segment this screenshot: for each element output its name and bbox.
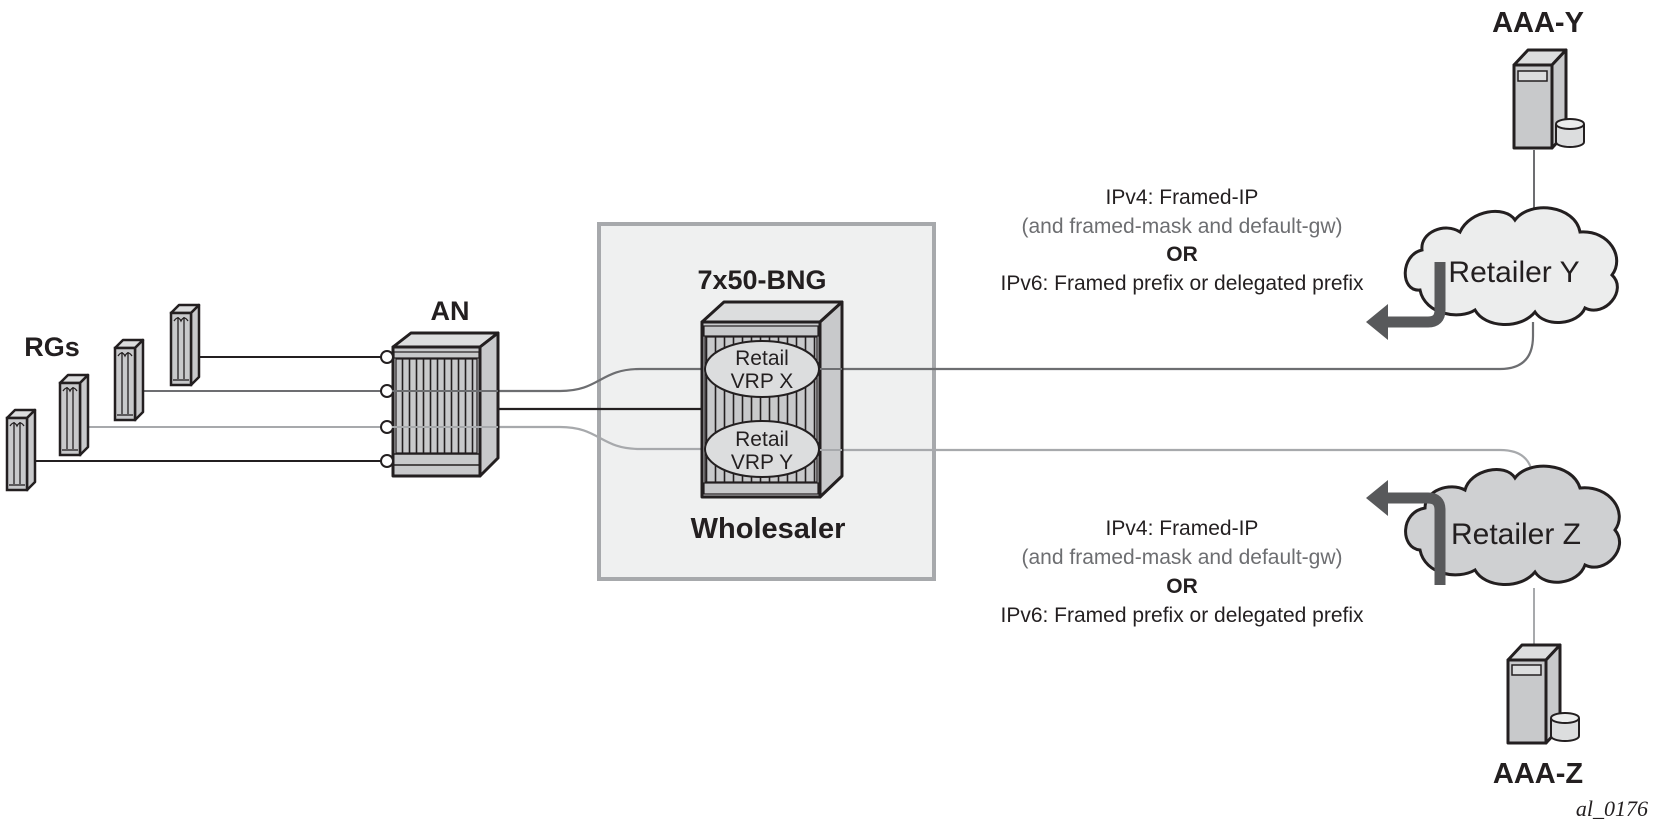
- an-port-3: [380, 420, 394, 434]
- annotation-retailer-y: IPv4: Framed-IP (and framed-mask and def…: [1000, 186, 1364, 295]
- annotation-y-line3: OR: [1166, 243, 1198, 266]
- rg-device[interactable]: [169, 303, 201, 387]
- rg-an-links: [36, 356, 384, 462]
- rgs-label: RGs: [24, 332, 80, 362]
- retailer-z-cloud[interactable]: Retailer Z: [1404, 464, 1622, 586]
- retailer-y-label: Retailer Y: [1448, 256, 1579, 289]
- vrp-x-line2: VRP X: [731, 370, 794, 393]
- annotation-y-line1: IPv4: Framed-IP: [1106, 186, 1259, 209]
- annotation-z-line1: IPv4: Framed-IP: [1106, 517, 1259, 540]
- vrp-y-line1: Retail: [735, 428, 789, 451]
- aaa-y-server[interactable]: [1512, 48, 1585, 150]
- vrp-y-line2: VRP Y: [731, 451, 793, 474]
- link-an-vrpx: [392, 367, 705, 393]
- vrp-x[interactable]: Retail VRP X: [704, 340, 820, 398]
- link-an-vrpy: [392, 425, 705, 451]
- vrp-y[interactable]: Retail VRP Y: [704, 420, 820, 478]
- an-port-4: [380, 454, 394, 468]
- annotation-y-line2: (and framed-mask and default-gw): [1022, 215, 1343, 238]
- rg-device[interactable]: [5, 408, 37, 492]
- annotation-retailer-z: IPv4: Framed-IP (and framed-mask and def…: [1000, 517, 1364, 627]
- aaa-z-label: AAA-Z: [1493, 758, 1583, 790]
- annotation-z-line2: (and framed-mask and default-gw): [1022, 546, 1343, 569]
- bng-label: 7x50-BNG: [697, 265, 826, 295]
- an-bng-links: [392, 367, 705, 451]
- figure-id: al_0176: [1576, 796, 1648, 821]
- link-vrpx-retailer-y: [820, 322, 1535, 371]
- arrow-retailer-y: [1366, 262, 1446, 340]
- bng-retailer-links: [820, 150, 1535, 645]
- arrow-retailer-z: [1366, 480, 1446, 585]
- wholesaler-label: Wholesaler: [691, 513, 846, 545]
- rg-device[interactable]: [58, 373, 90, 457]
- annotation-z-line4: IPv6: Framed prefix or delegated prefix: [1000, 604, 1364, 627]
- aaa-y-label: AAA-Y: [1492, 7, 1584, 39]
- retailer-y-cloud[interactable]: Retailer Y: [1403, 206, 1619, 326]
- annotation-z-line3: OR: [1166, 575, 1198, 598]
- annotation-y-line4: IPv6: Framed prefix or delegated prefix: [1000, 272, 1364, 295]
- an-port-1: [380, 350, 394, 364]
- vrp-x-line1: Retail: [735, 347, 789, 370]
- aaa-z-server[interactable]: [1506, 643, 1580, 745]
- retailer-z-label: Retailer Z: [1451, 518, 1581, 551]
- rg-device[interactable]: [113, 338, 145, 422]
- an-label: AN: [431, 296, 470, 326]
- link-vrpy-retailer-z: [820, 448, 1533, 469]
- an-device[interactable]: [380, 331, 500, 478]
- an-port-2: [380, 384, 394, 398]
- rg-devices: [5, 303, 201, 492]
